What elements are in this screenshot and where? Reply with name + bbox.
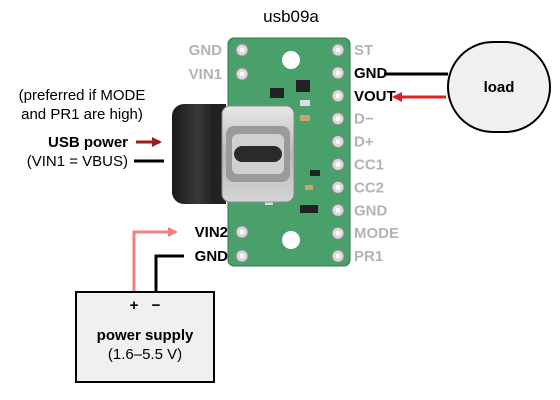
ps-range: (1.6–5.5 V) — [108, 346, 182, 363]
right-pad-hole — [335, 184, 341, 190]
right-pad-hole — [335, 116, 341, 122]
pin-right-4: D+ — [354, 134, 374, 151]
right-pad-hole — [335, 162, 341, 167]
pin-right-0: ST — [354, 42, 373, 59]
board-title: usb09a — [263, 7, 319, 26]
right-pad-hole — [335, 93, 341, 99]
right-pad-hole — [335, 207, 341, 213]
load-label: load — [484, 79, 515, 96]
pin-left-gnd-1: GND — [189, 42, 223, 59]
vin2-wire — [132, 227, 178, 292]
usb-c-connector — [172, 104, 295, 204]
pin-right-2: VOUT — [354, 88, 396, 105]
pin-right-3: D− — [354, 111, 374, 128]
ps-title: power supply — [97, 327, 194, 344]
right-pad-hole — [335, 230, 341, 236]
power-supply-box: + − power supply (1.6–5.5 V) — [75, 291, 215, 383]
usb-power-note: (preferred if MODE and PR1 are high) USB… — [19, 87, 164, 170]
pin-left-gnd-2: GND — [195, 248, 229, 265]
pin-right-8: MODE — [354, 225, 399, 242]
vin1-note: (VIN1 = VBUS) — [27, 153, 128, 170]
pin-right-5: CC1 — [354, 157, 384, 174]
note-line2: and PR1 are high) — [21, 106, 143, 123]
pin-right-7: GND — [354, 202, 388, 219]
ps-minus: − — [152, 297, 161, 314]
right-pad-hole — [335, 139, 341, 145]
right-pad-hole — [335, 253, 341, 259]
pin-right-1: GND — [354, 65, 388, 82]
ps-plus: + — [130, 297, 139, 314]
right-pad-hole — [335, 47, 341, 53]
pin-right-6: CC2 — [354, 179, 384, 196]
pin-right-9: PR1 — [354, 248, 383, 265]
usb-power-label: USB power — [48, 134, 128, 151]
note-line1: (preferred if MODE — [19, 87, 146, 104]
pin-left-vin1: VIN1 — [189, 66, 222, 83]
right-pad-hole — [335, 70, 341, 76]
load-block: load — [447, 41, 551, 133]
pin-left-vin2: VIN2 — [195, 224, 228, 241]
gnd-wire-in — [154, 254, 184, 292]
